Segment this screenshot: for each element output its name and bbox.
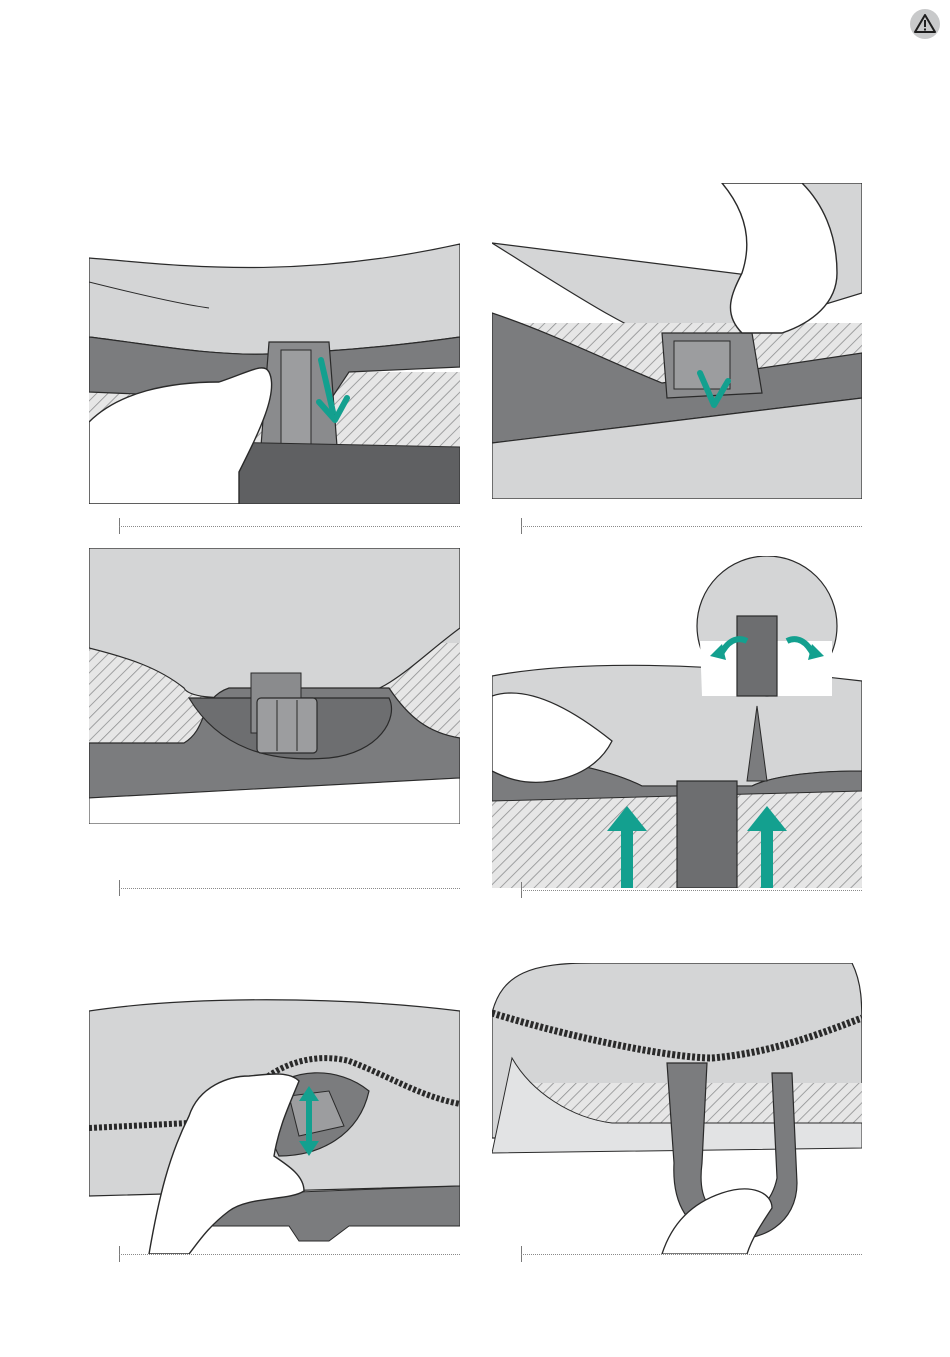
step-4-caption-line bbox=[521, 882, 862, 898]
step-5-illustration bbox=[89, 996, 460, 1254]
step-1-illustration bbox=[89, 242, 460, 504]
step-5-caption-line bbox=[119, 1246, 460, 1262]
step-2-caption-line bbox=[521, 518, 862, 534]
step-2-illustration bbox=[492, 183, 862, 499]
step-3-illustration bbox=[89, 548, 460, 824]
step-6-illustration bbox=[492, 963, 862, 1254]
step-4-illustration bbox=[492, 556, 862, 888]
step-3-caption-line bbox=[119, 880, 460, 896]
warning-triangle-icon bbox=[909, 8, 941, 40]
step-6-caption-line bbox=[521, 1246, 862, 1262]
step-1-caption-line bbox=[119, 518, 460, 534]
